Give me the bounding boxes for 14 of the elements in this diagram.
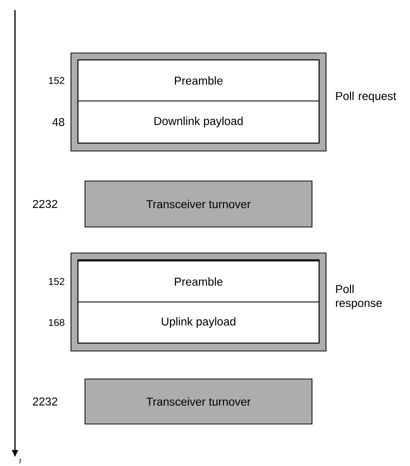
bit-count: 2232 [32, 200, 58, 208]
field-box: Uplink payload [78, 302, 320, 344]
field-box: Preamble [78, 260, 320, 302]
field-box: Preamble [78, 60, 320, 102]
field-box: Downlink payload [78, 100, 320, 144]
turnover-box: Transceiver turnover [84, 378, 312, 424]
turnover-box: Transceiver turnover [84, 180, 312, 228]
bit-count: 152 [48, 76, 64, 84]
bit-count: 48 [52, 118, 64, 126]
bit-count: 2232 [32, 397, 58, 406]
bit-count: 168 [48, 318, 64, 326]
node-label: Poll response [336, 284, 382, 310]
node-label: Poll request [336, 92, 396, 102]
bit-count: 152 [48, 278, 64, 286]
